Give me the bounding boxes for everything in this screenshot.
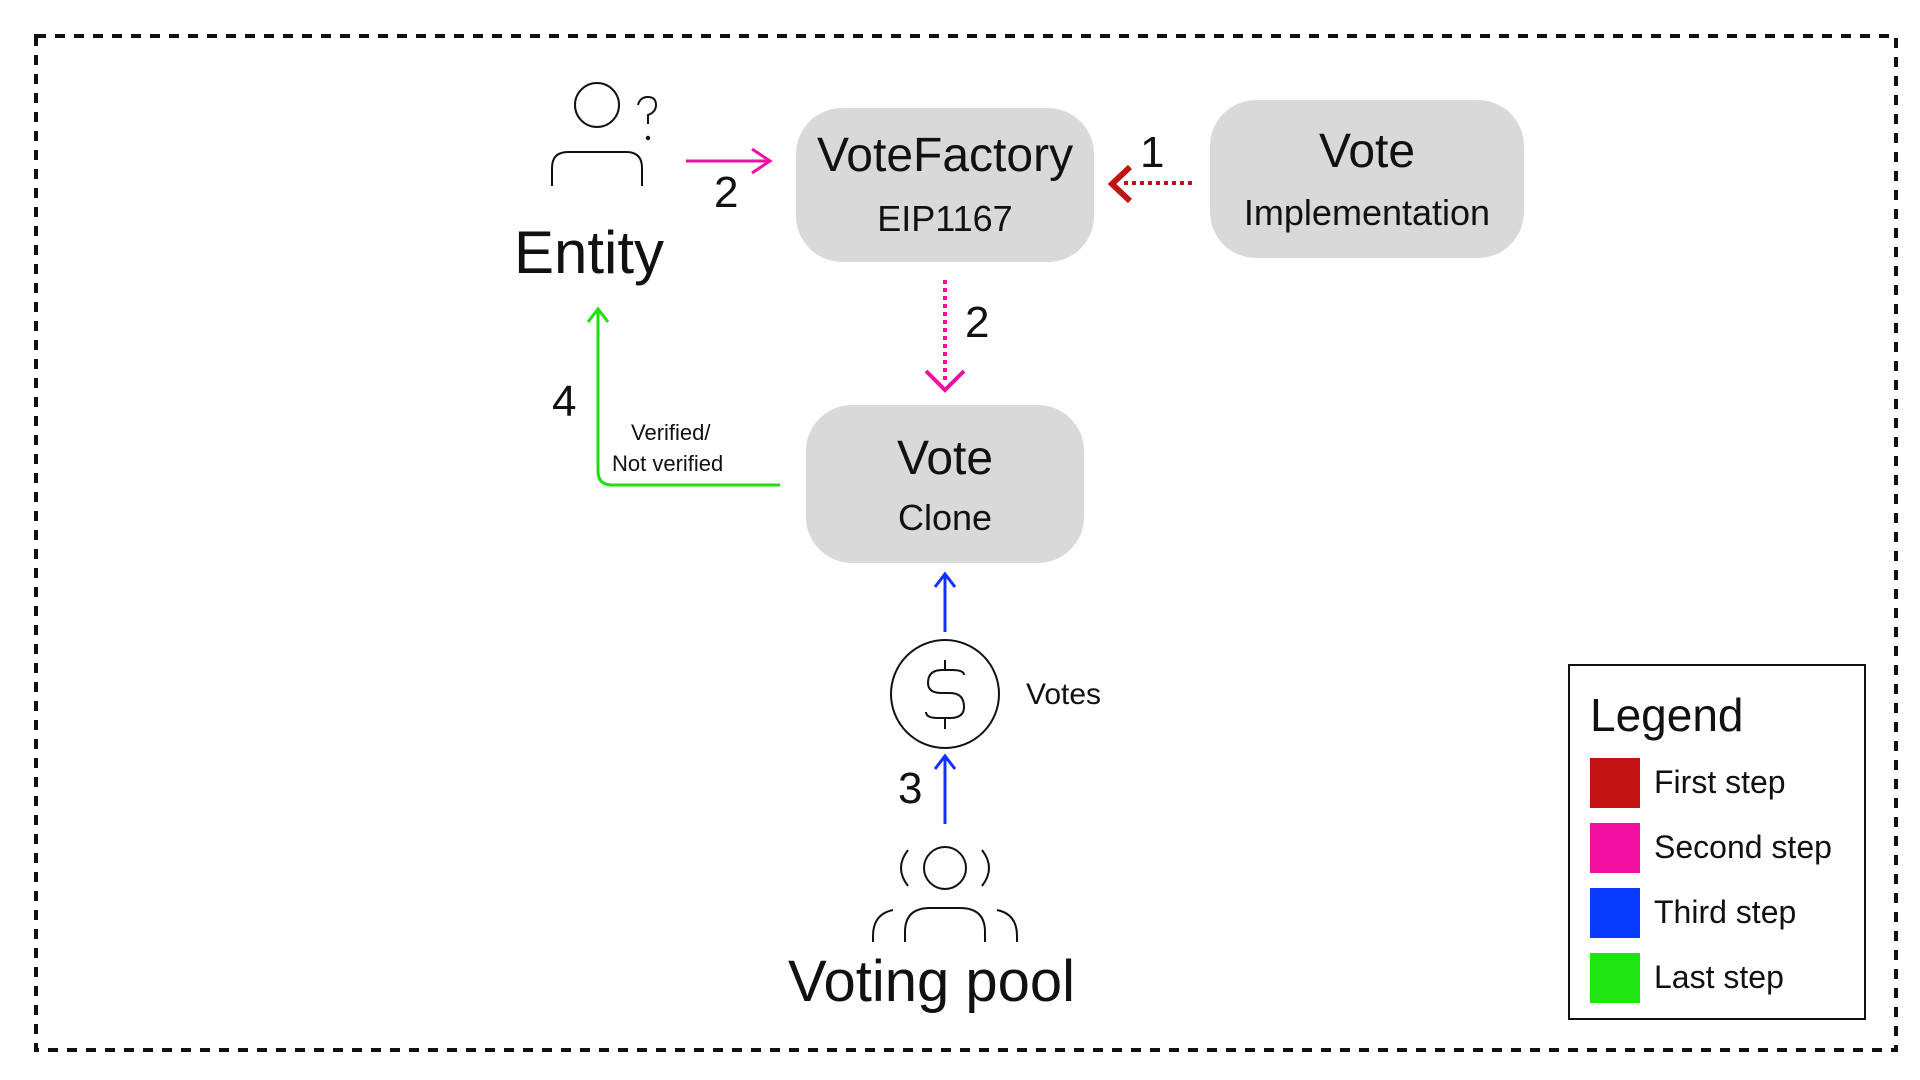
step-label-entity-to-factory: 2 — [714, 168, 739, 217]
legend-item-third-step: Third step — [1590, 888, 1860, 938]
edge-pool-to-votes — [933, 753, 957, 824]
group-icon — [872, 846, 1018, 942]
legend-swatch-second-step — [1590, 823, 1640, 873]
votes-label: Votes — [1026, 678, 1102, 711]
legend-swatch-last-step — [1590, 953, 1640, 1003]
legend-swatch-third-step — [1590, 888, 1640, 938]
edge-impl-to-factory-arrowhead — [1107, 164, 1133, 204]
vote-implementation-title: Vote — [1318, 125, 1416, 178]
vote-implementation-subtitle: Implementation — [1243, 192, 1491, 233]
step-label-factory-to-clone: 2 — [965, 298, 990, 347]
legend-label-last-step: Last step — [1654, 959, 1784, 995]
legend-item-last-step: Last step — [1590, 953, 1860, 1003]
entity-label: Entity — [514, 219, 665, 286]
outer-frame — [34, 34, 1898, 1052]
person-question-icon — [551, 82, 658, 186]
edge-entity-to-factory-arrowhead — [751, 147, 773, 175]
dollar-coin-icon — [890, 639, 1000, 749]
step-label-impl-to-factory: 1 — [1140, 128, 1165, 177]
step-label-pool-to-votes: 3 — [898, 764, 923, 813]
edge-entity-to-factory — [686, 147, 773, 175]
verified-label-line1: Verified/ — [631, 420, 711, 445]
vote-factory-subtitle: EIP1167 — [877, 198, 1013, 239]
legend-title: Legend — [1590, 689, 1744, 741]
voting-pool-label: Voting pool — [788, 949, 1076, 1014]
edge-votes-to-clone — [933, 571, 957, 632]
edge-factory-to-clone-arrowhead — [924, 369, 966, 393]
legend-item-second-step: Second step — [1590, 823, 1860, 873]
edge-votes-to-clone-arrowhead — [933, 571, 957, 588]
legend-swatch-first-step — [1590, 758, 1640, 808]
edge-pool-to-votes-arrowhead — [933, 753, 957, 770]
edge-clone-to-entity — [586, 306, 780, 487]
legend-item-first-step: First step — [1590, 758, 1860, 808]
verified-label-line2: Not verified — [612, 451, 724, 476]
vote-clone-node[interactable]: Vote Clone — [806, 405, 1084, 563]
legend-label-third-step: Third step — [1654, 894, 1797, 930]
vote-factory-title: VoteFactory — [816, 129, 1074, 182]
step-label-clone-to-entity: 4 — [552, 377, 577, 426]
edge-factory-to-clone — [924, 280, 966, 393]
legend: Legend First step Second step Third step… — [1568, 664, 1866, 1020]
vote-factory-node[interactable]: VoteFactory EIP1167 — [796, 108, 1094, 262]
edge-clone-to-entity-line — [596, 312, 780, 487]
vote-clone-subtitle: Clone — [897, 497, 993, 538]
edge-clone-to-entity-arrowhead — [586, 306, 610, 323]
vote-implementation-node[interactable]: Vote Implementation — [1210, 100, 1524, 258]
edge-impl-to-factory — [1107, 164, 1192, 204]
legend-label-second-step: Second step — [1654, 829, 1832, 865]
vote-clone-title: Vote — [896, 432, 994, 485]
legend-label-first-step: First step — [1654, 764, 1786, 800]
